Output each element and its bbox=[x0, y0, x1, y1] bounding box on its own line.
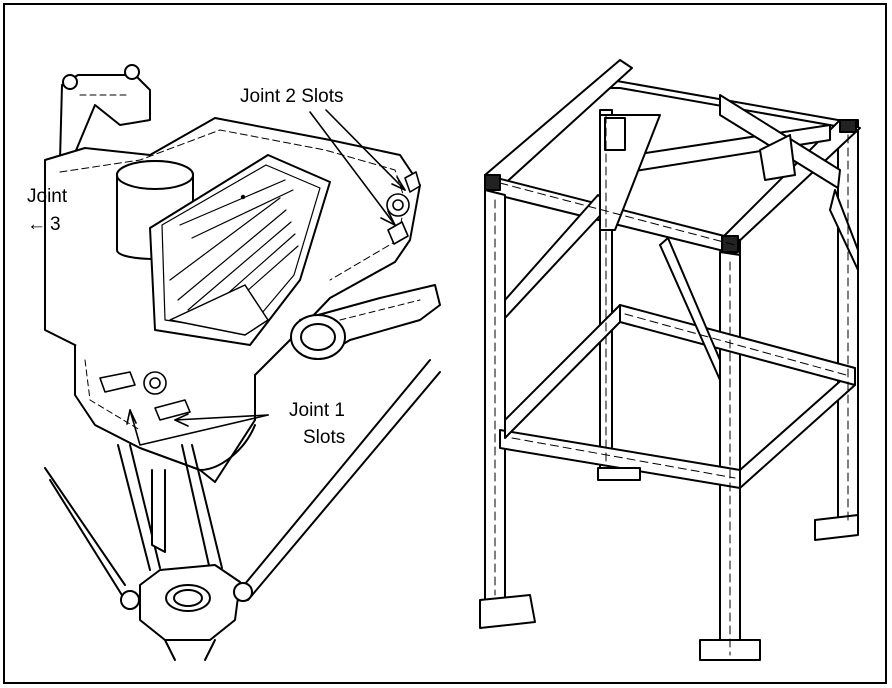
brace-front-right bbox=[659, 237, 721, 381]
mount-bracket-right bbox=[759, 134, 796, 181]
joint2-slot-features bbox=[386, 171, 421, 245]
joint3-label-line1: Joint bbox=[27, 186, 68, 207]
end-effector bbox=[120, 564, 253, 661]
joint1-slots-label-line1: Joint 1 bbox=[289, 400, 345, 421]
joint3-label-line2: 3 bbox=[50, 214, 61, 235]
joint1-slot-features bbox=[99, 371, 191, 421]
foot-plate-front-left bbox=[479, 594, 536, 629]
frame-leg-front-right bbox=[719, 251, 741, 661]
amplifier-heatsink bbox=[149, 154, 331, 346]
brace-front-left bbox=[504, 194, 611, 319]
foot-plate-back-right bbox=[814, 514, 859, 541]
mount-bracket-left bbox=[604, 117, 626, 151]
joint3-arrow: ← bbox=[27, 214, 46, 235]
foot-plate-front-right bbox=[699, 639, 761, 661]
joint1-slots-label-line2: Slots bbox=[303, 427, 346, 448]
figure-frame bbox=[3, 3, 887, 684]
right-arm-link bbox=[290, 284, 441, 360]
joint2-slots-label: Joint 2 Slots bbox=[240, 86, 344, 107]
upper-arm bbox=[59, 64, 151, 161]
parallel-struts bbox=[44, 359, 441, 601]
foot-plate-back-left bbox=[597, 467, 641, 481]
leader-lines bbox=[126, 109, 406, 446]
brace-right-lower bbox=[829, 189, 859, 271]
